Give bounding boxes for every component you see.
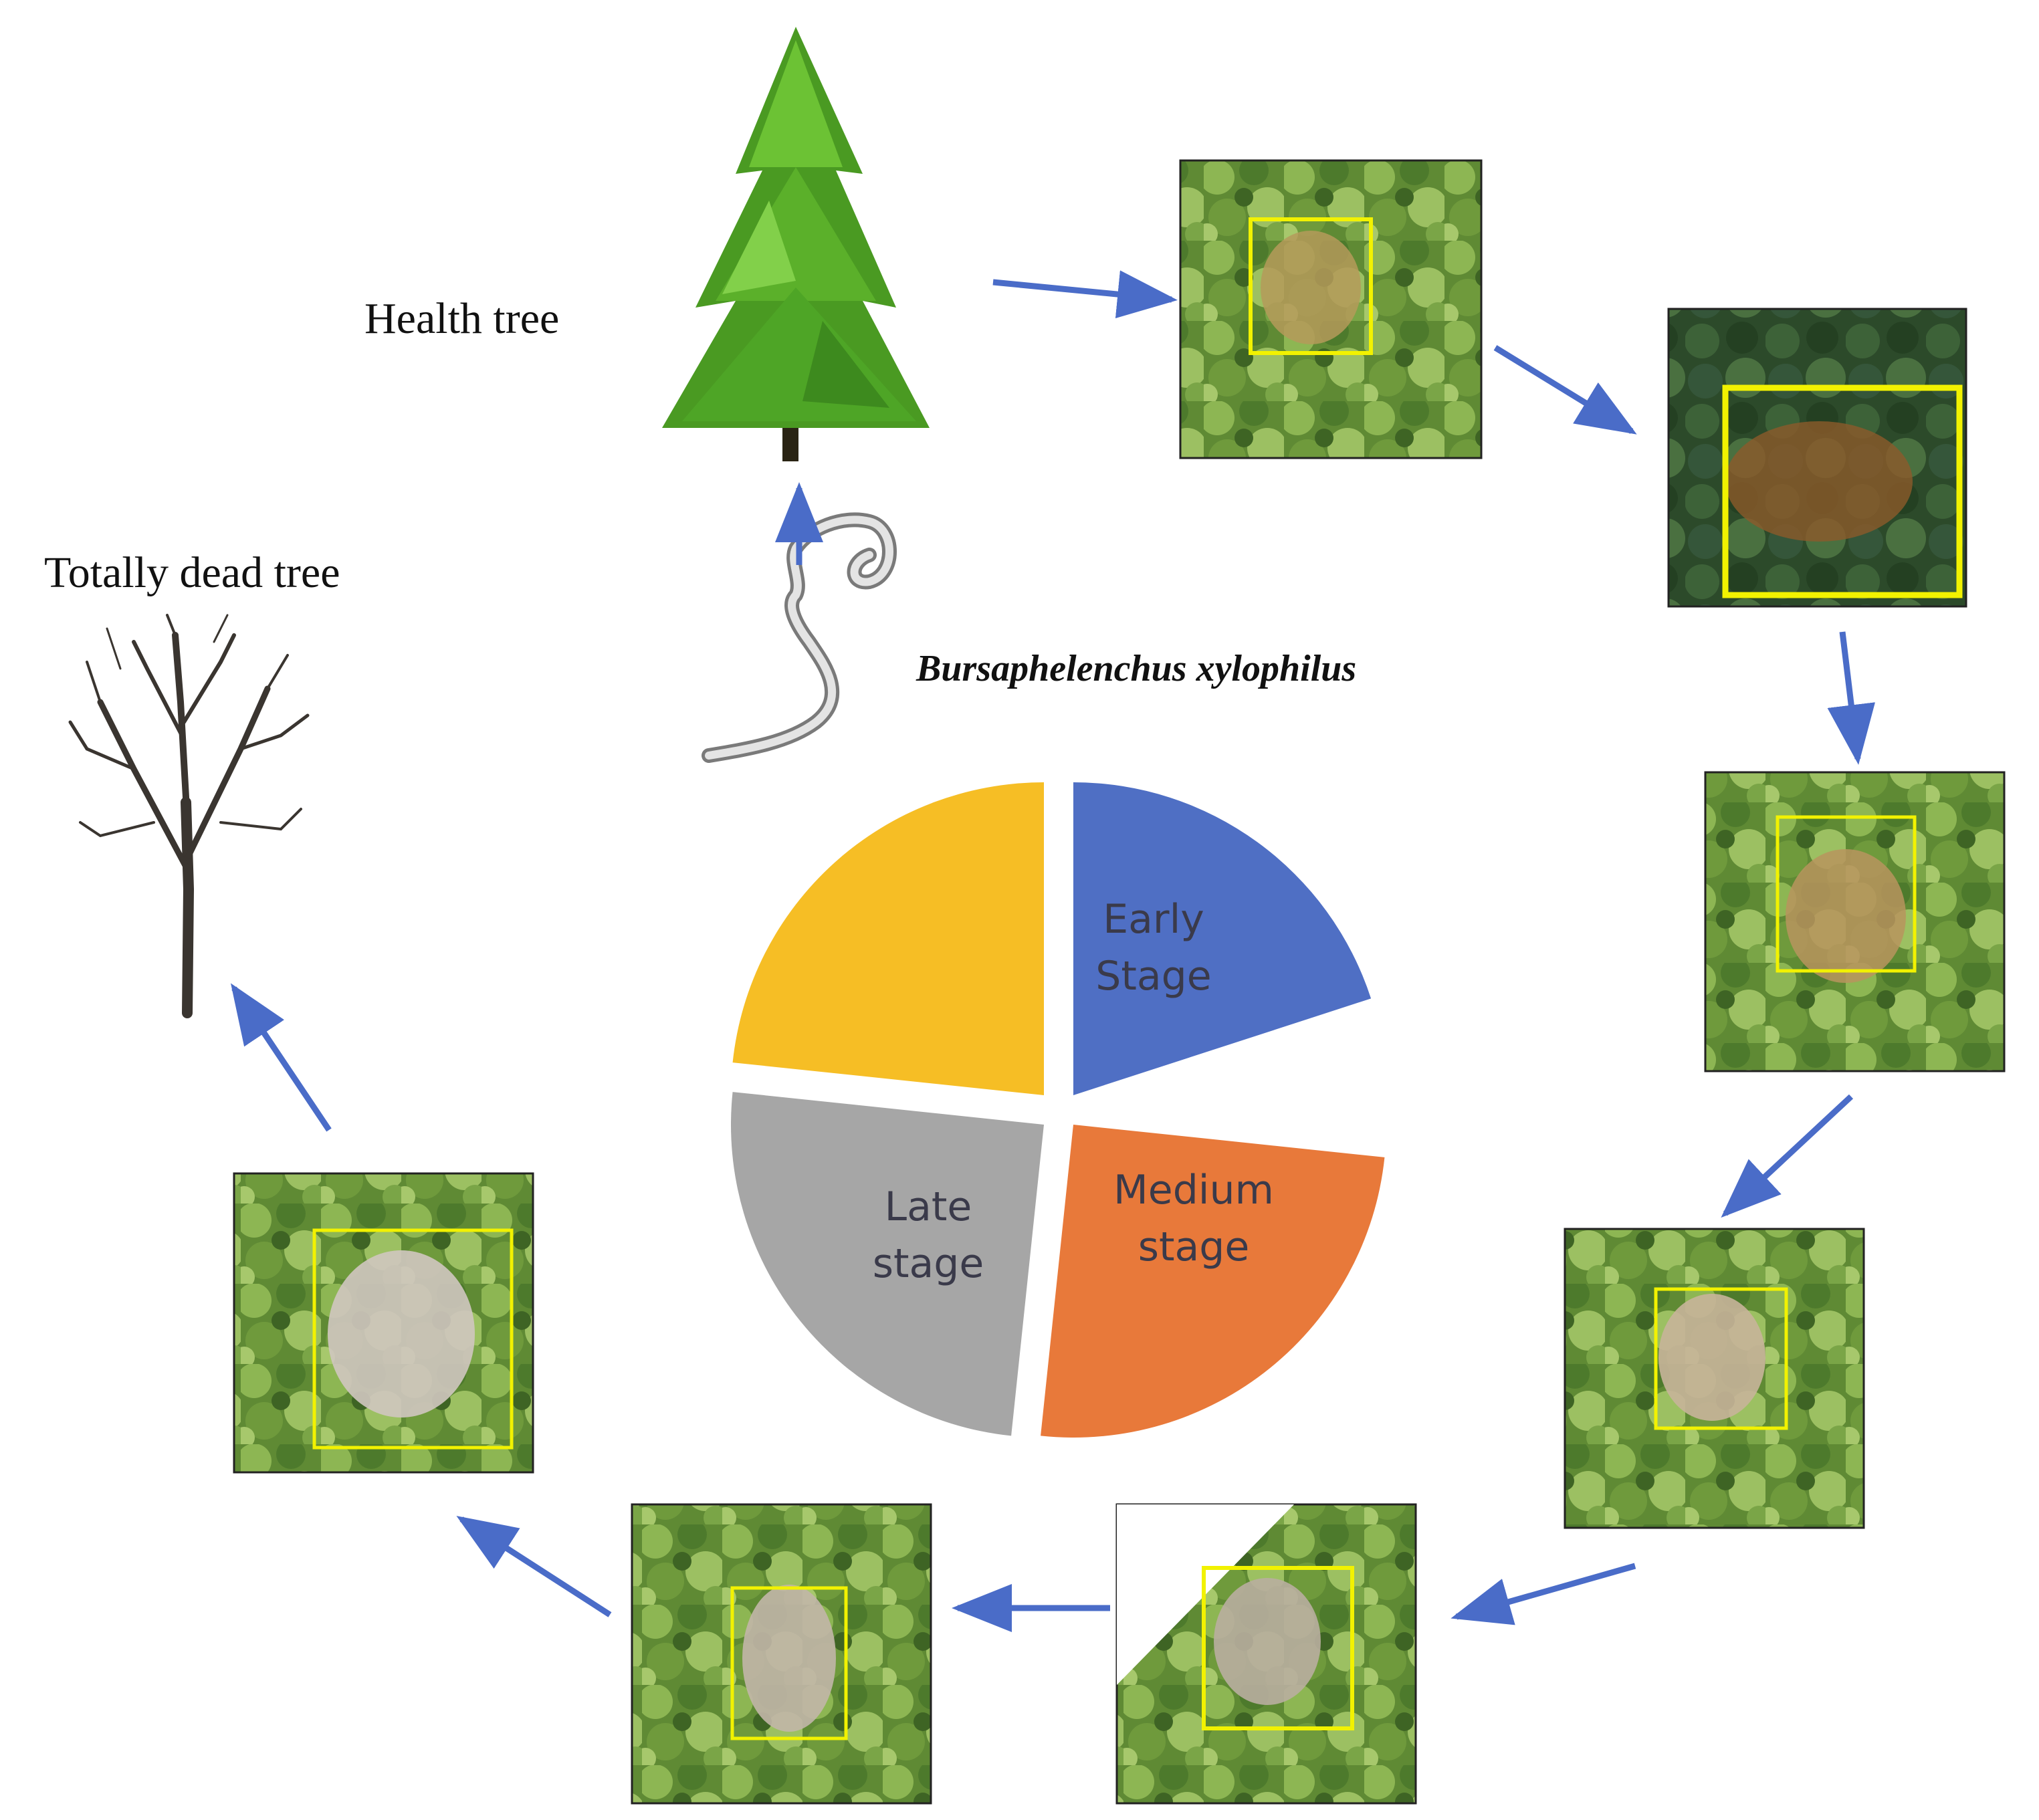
arrow-2 — [992, 270, 1178, 318]
arrow-9 — [230, 983, 332, 1132]
aerial-image-5 — [1115, 1503, 1417, 1805]
highlight-box — [1654, 1287, 1788, 1430]
arrow-6 — [1451, 1563, 1636, 1625]
aerial-image-7 — [233, 1172, 534, 1474]
highlight-box — [1202, 1566, 1354, 1730]
pie-segment-late-label-2: stage — [873, 1240, 984, 1287]
arrow-5 — [1721, 1094, 1854, 1218]
pie-segment-medium — [1041, 1125, 1385, 1438]
pie-segment-medium-label-1: Medium — [1113, 1167, 1274, 1214]
pie-segment-early-label-2: Stage — [1095, 953, 1211, 1000]
dead-tree-icon — [68, 614, 310, 1018]
pie-segment-late — [731, 1092, 1044, 1436]
aerial-image-1 — [1179, 159, 1483, 459]
nematode-icon — [702, 512, 897, 763]
pie-segment-unlabeled — [732, 782, 1044, 1095]
aerial-image-6 — [631, 1503, 932, 1805]
aerial-image-2 — [1667, 308, 1967, 608]
highlight-box — [1249, 217, 1373, 355]
highlight-box — [1722, 384, 1963, 598]
progression-arrows — [230, 270, 1876, 1632]
arrow-3 — [1493, 345, 1637, 435]
highlight-box — [312, 1228, 514, 1450]
healthy-tree-icon — [662, 27, 930, 461]
aerial-image-3 — [1704, 771, 2006, 1072]
pie-segment-late-label-1: Late — [885, 1183, 972, 1230]
aerial-image-4 — [1564, 1228, 1865, 1529]
pie-segment-medium-label-2: stage — [1138, 1224, 1250, 1270]
highlight-box — [730, 1586, 848, 1740]
dead-tree-label: Totally dead tree — [44, 548, 340, 597]
pie-segment-early — [1073, 782, 1372, 1095]
pathogen-label: Bursaphelenchus xylophilus — [916, 648, 1356, 689]
pie-segment-early-label-1: Early — [1103, 896, 1204, 943]
highlight-box — [1776, 815, 1917, 973]
arrow-4 — [1827, 631, 1876, 765]
arrow-8 — [456, 1516, 612, 1617]
health-tree-label: Health tree — [364, 294, 559, 343]
